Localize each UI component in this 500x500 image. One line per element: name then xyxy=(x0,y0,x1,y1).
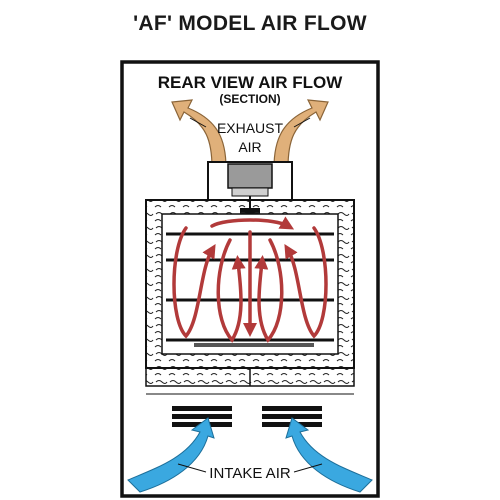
page-title: 'AF' MODEL AIR FLOW xyxy=(133,12,367,35)
airflow-arrow-icon xyxy=(172,216,328,343)
intake-arrow-icon xyxy=(127,417,373,493)
exhaust-label: EXHAUST xyxy=(217,120,284,136)
exhaust-arrow-icon xyxy=(171,99,329,169)
intake-label: INTAKE AIR xyxy=(209,465,291,482)
exhaust-label-line2: AIR xyxy=(238,139,261,155)
diagram-heading: REAR VIEW AIR FLOW xyxy=(158,73,343,92)
fan-motor-icon xyxy=(207,161,293,228)
diagram-subheading: (SECTION) xyxy=(219,92,280,106)
